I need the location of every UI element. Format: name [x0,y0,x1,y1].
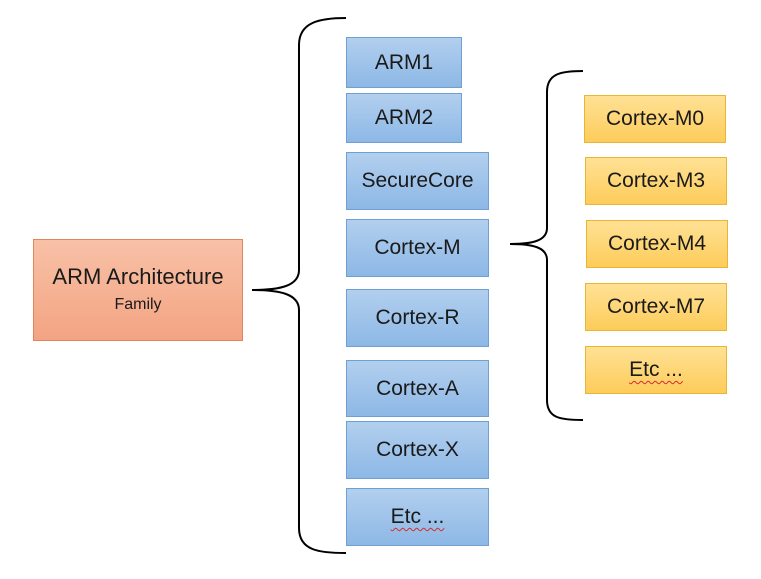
family-box-arm2: ARM2 [346,93,462,143]
family-box-cortex-a: Cortex-A [346,360,489,417]
root-title: ARM Architecture [52,264,224,289]
arm-architecture-family-box: ARM Architecture Family [33,239,243,341]
variant-etc-label: Etc ... [629,358,683,381]
variant-box-cortex-m4: Cortex-M4 [586,220,728,268]
family-box-cortex-m: Cortex-M [346,219,489,277]
family-etc-label: Etc ... [390,505,445,528]
variant-box-cortex-m0: Cortex-M0 [584,95,726,143]
family-box-cortex-r: Cortex-R [346,289,489,347]
family-box-securecore: SecureCore [346,152,489,210]
family-box-arm1: ARM1 [346,37,462,88]
family-box-etc: Etc ... [346,488,489,546]
cortex-m-brace [509,70,584,421]
family-box-cortex-x: Cortex-X [346,421,489,479]
variant-box-etc: Etc ... [585,346,727,394]
family-brace [251,17,347,554]
variant-box-cortex-m7: Cortex-M7 [585,283,727,331]
root-subtitle: Family [114,296,162,313]
variant-box-cortex-m3: Cortex-M3 [585,157,727,205]
